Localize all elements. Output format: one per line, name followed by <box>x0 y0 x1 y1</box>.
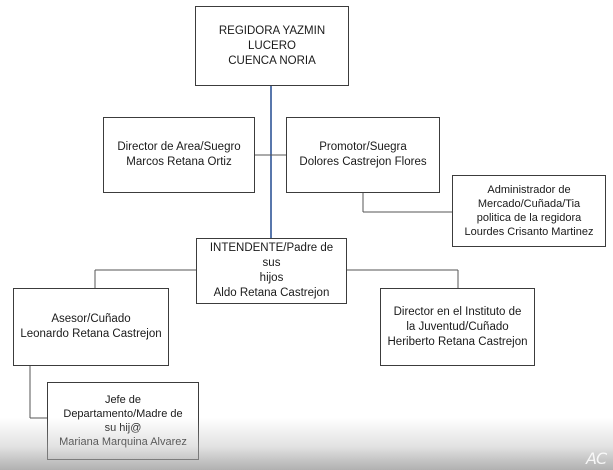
jefe-departamento-box: Jefe de Departamento/Madre de su hij@ Ma… <box>47 382 199 460</box>
intendente-box: INTENDENTE/Padre de sus hijos Aldo Retan… <box>196 238 347 304</box>
intendente-label: INTENDENTE/Padre de sus hijos Aldo Retan… <box>209 242 334 299</box>
asesor-label: Asesor/Cuñado Leonardo Retana Castrejon <box>20 313 162 340</box>
administrador-label: Administrador de Mercado/Cuñada/Tia poli… <box>464 184 594 238</box>
jefe-departamento-label: Jefe de Departamento/Madre de su hij@ Ma… <box>59 394 187 448</box>
director-juventud-box: Director en el Instituto de la Juventud/… <box>380 288 535 366</box>
asesor-box: Asesor/Cuñado Leonardo Retana Castrejon <box>13 288 169 366</box>
watermark-logo: AC <box>586 449 607 468</box>
root-box: REGIDORA YAZMIN LUCERO CUENCA NORIA <box>195 6 349 86</box>
promotor-label: Promotor/Suegra Dolores Castrejon Flores <box>299 141 427 168</box>
director-area-box: Director de Area/Suegro Marcos Retana Or… <box>103 117 255 193</box>
director-juventud-label: Director en el Instituto de la Juventud/… <box>387 305 528 348</box>
promotor-box: Promotor/Suegra Dolores Castrejon Flores <box>286 117 440 193</box>
director-area-label: Director de Area/Suegro Marcos Retana Or… <box>117 141 241 168</box>
administrador-box: Administrador de Mercado/Cuñada/Tia poli… <box>452 175 606 247</box>
root-label: REGIDORA YAZMIN LUCERO CUENCA NORIA <box>218 24 326 67</box>
